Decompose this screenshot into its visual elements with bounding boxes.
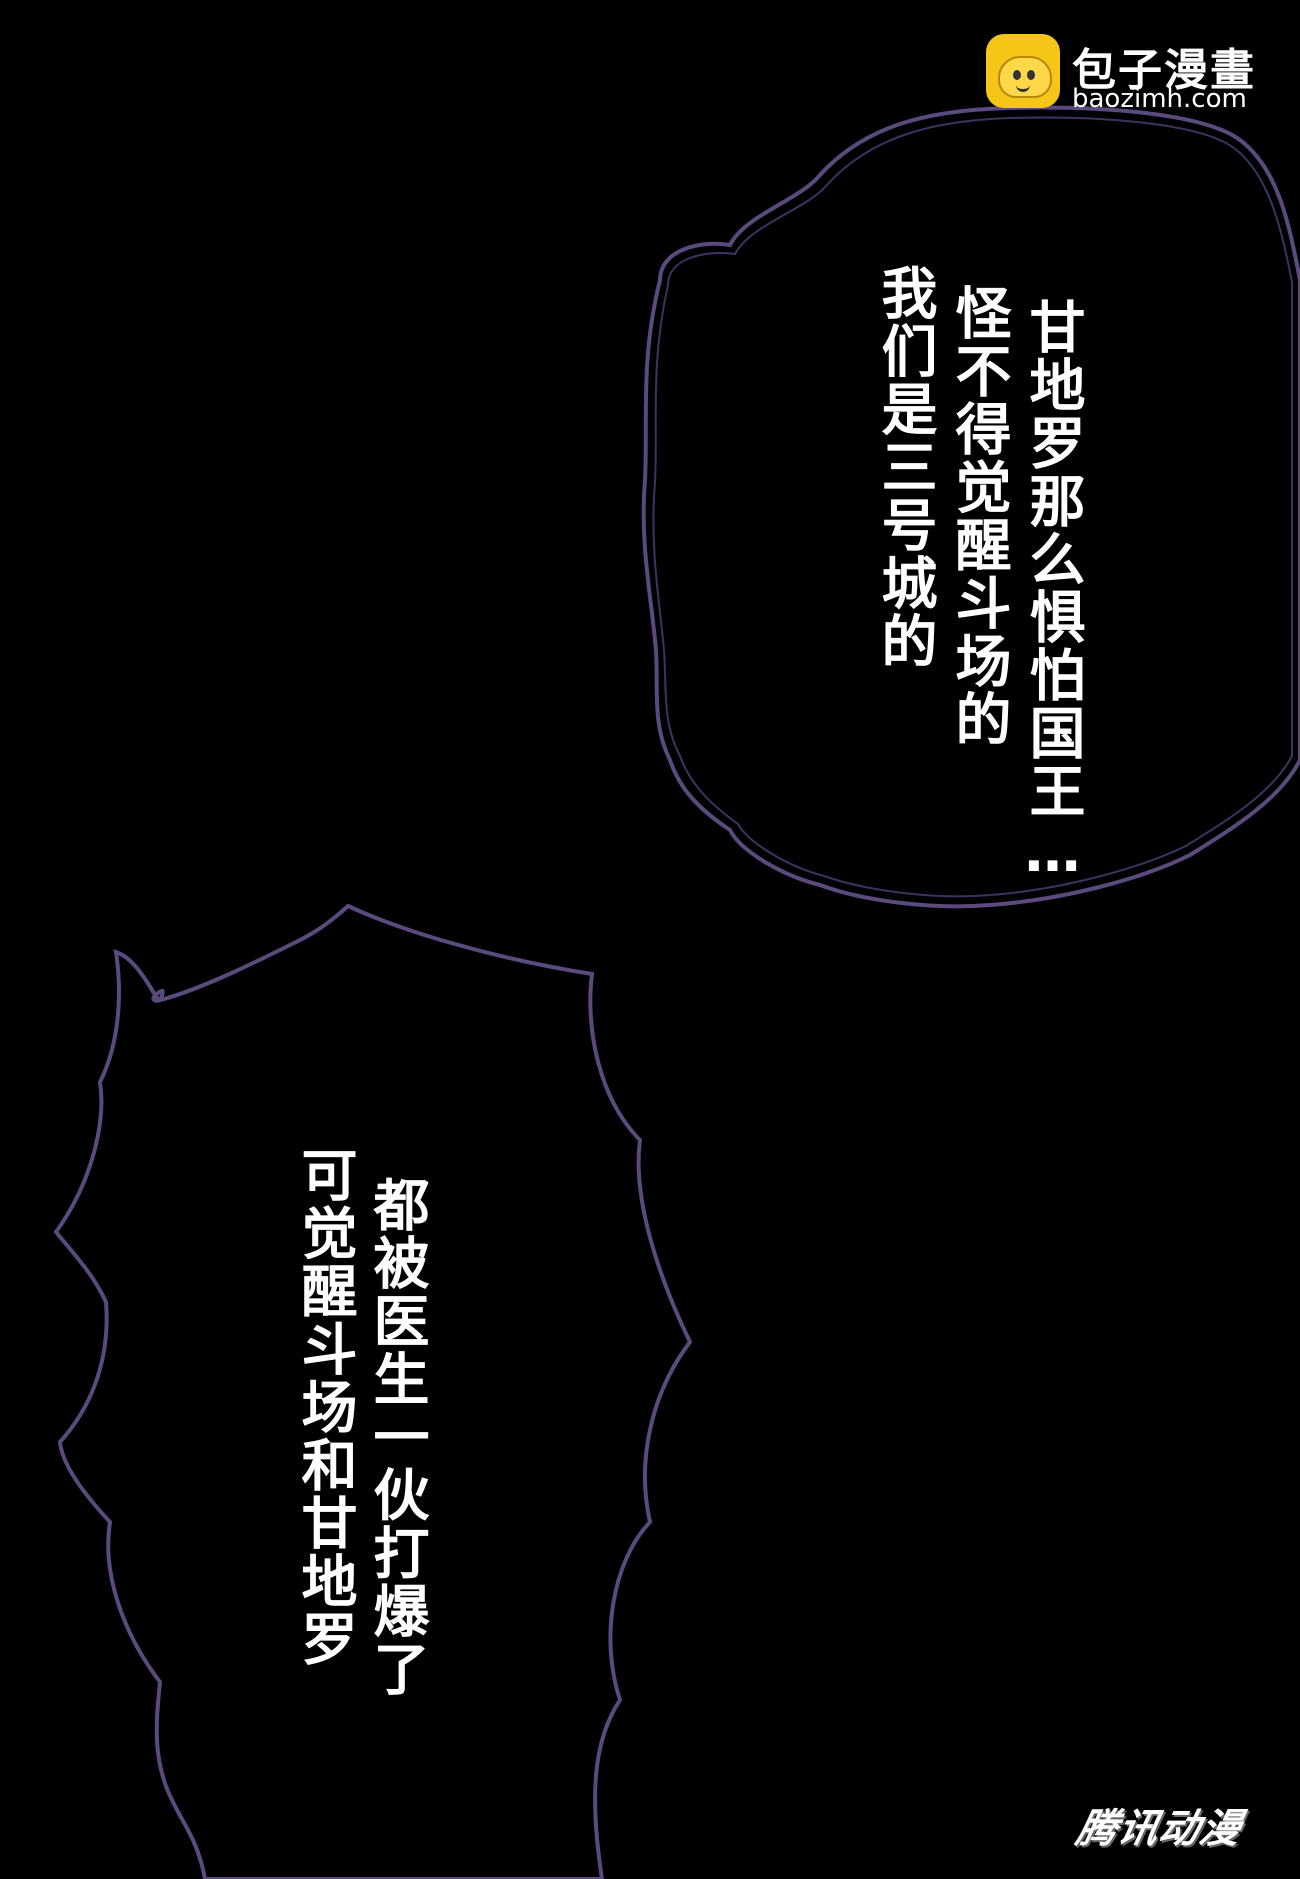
baozimh-logo[interactable]: 包子漫畫 baozimh.com xyxy=(986,34,1286,114)
tencent-comic-watermark: 腾讯动漫 xyxy=(1072,1806,1247,1852)
top-speech-bubble-inner-outline xyxy=(652,116,1293,898)
bottom-bubble-line-1: 都被医生一伙打爆了 xyxy=(364,1176,429,1698)
top-bubble-line-1: 甘地罗那么惧怕国王… xyxy=(1020,298,1085,887)
logo-title: 包子漫畫 xyxy=(1072,45,1256,96)
top-bubble-line-2: 怪不得觉醒斗场的 xyxy=(946,284,1011,748)
top-speech-bubble-outline xyxy=(641,105,1300,909)
top-bubble-line-3: 我们是三号城的 xyxy=(872,264,937,670)
bottom-bubble-line-2: 可觉醒斗场和甘地罗 xyxy=(292,1146,357,1668)
bun-mascot-icon xyxy=(986,34,1060,108)
logo-url: baozimh.com xyxy=(1072,84,1247,114)
bottom-burst-bubble xyxy=(53,903,693,1879)
